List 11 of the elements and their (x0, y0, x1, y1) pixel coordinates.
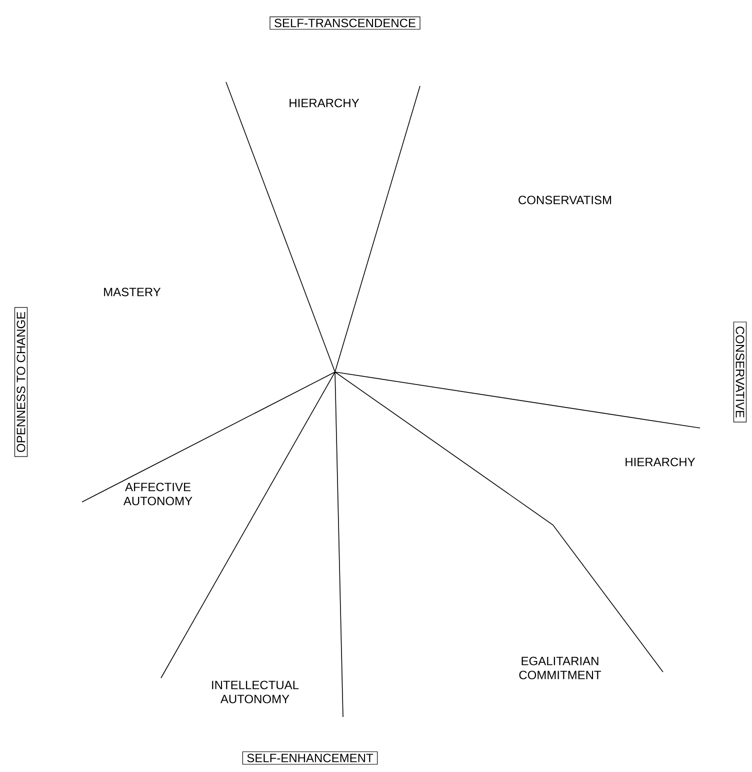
region-label: HIERARCHY (290, 98, 360, 108)
region-label: INTELLECTUAL AUTONOMY (212, 680, 299, 704)
region-label: HIERARCHY (626, 458, 696, 466)
heading-box: SELF-ENHANCEMENT (242, 751, 378, 765)
region-label: MASTERY (104, 288, 161, 296)
heading-box: SELF-TRANSCENDENCE (270, 16, 420, 30)
region-label: EGALITARIAN COMMITMENT (519, 656, 602, 680)
region-label: CONSERVATISM (518, 196, 612, 204)
heading-box: CONSERVATIVE (733, 322, 747, 422)
heading-box: OPENNESS TO CHANGE (14, 307, 28, 457)
region-label: AFFECTIVE AUTONOMY (123, 482, 192, 506)
